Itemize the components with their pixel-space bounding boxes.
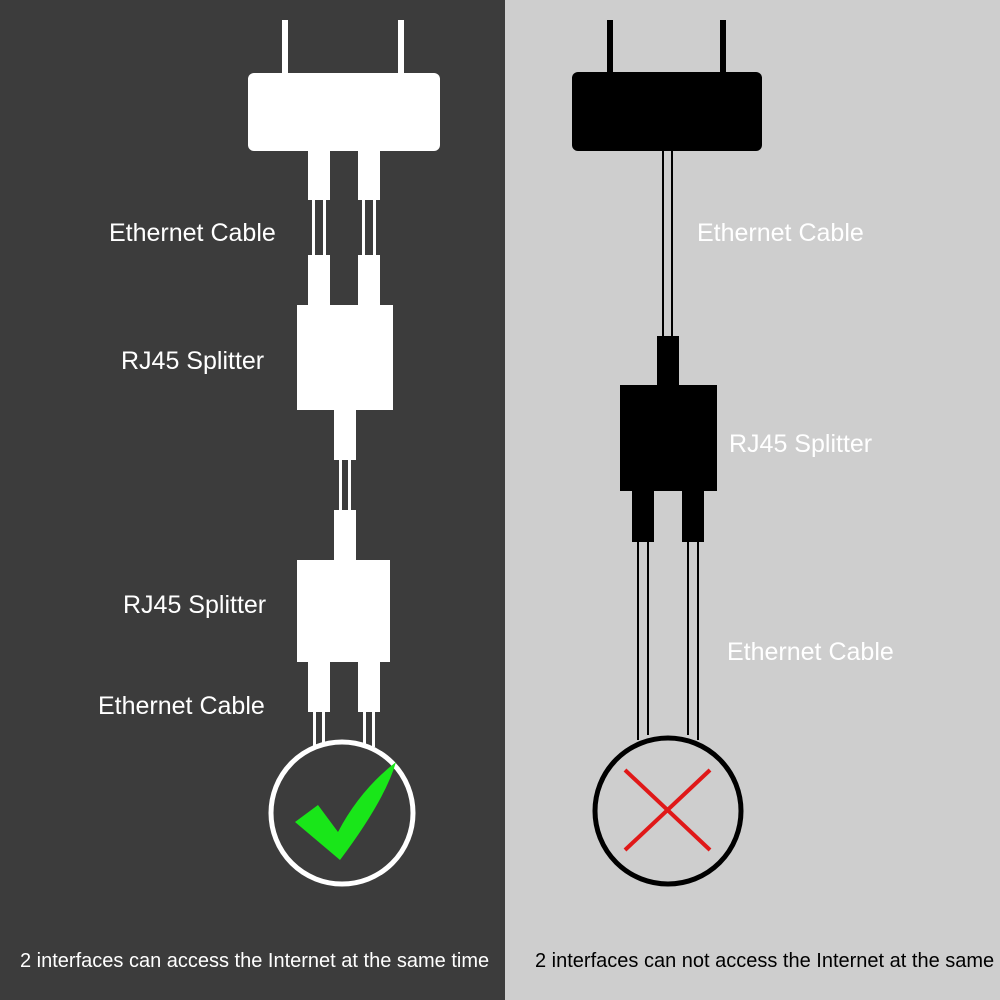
router-body <box>248 73 440 151</box>
left-caption: 2 interfaces can access the Internet at … <box>20 950 490 972</box>
right-bottom-cables <box>632 490 704 740</box>
left-label-splitter-top: RJ45 Splitter <box>121 347 265 375</box>
right-panel <box>505 0 1000 1000</box>
router-antenna <box>720 20 726 75</box>
right-label-ethernet-cable-top: Ethernet Cable <box>697 219 864 247</box>
left-label-ethernet-cable-top: Ethernet Cable <box>109 219 276 247</box>
right-label-ethernet-cable-bottom: Ethernet Cable <box>727 638 894 666</box>
router-antenna <box>607 20 613 75</box>
right-label-splitter: RJ45 Splitter <box>729 430 873 458</box>
left-panel <box>0 0 505 1000</box>
left-label-splitter-bottom: RJ45 Splitter <box>123 591 267 619</box>
router-antenna <box>398 20 404 76</box>
check-icon <box>295 762 396 860</box>
right-top-cable <box>657 150 679 388</box>
right-result-circle <box>592 735 744 887</box>
left-result-circle <box>268 739 416 887</box>
left-splitter-top <box>297 305 393 410</box>
right-router <box>572 20 762 151</box>
cross-icon <box>623 768 712 852</box>
left-router <box>248 20 440 151</box>
left-middle-cable <box>334 410 356 562</box>
left-splitter-bottom <box>297 560 390 662</box>
router-antenna <box>282 20 288 76</box>
right-caption: 2 interfaces can not access the Internet… <box>535 950 1000 972</box>
right-splitter <box>620 385 717 491</box>
router-body <box>572 72 762 151</box>
left-bottom-cables <box>308 662 380 747</box>
left-label-ethernet-cable-bottom: Ethernet Cable <box>98 692 265 720</box>
left-top-cables <box>308 150 380 307</box>
